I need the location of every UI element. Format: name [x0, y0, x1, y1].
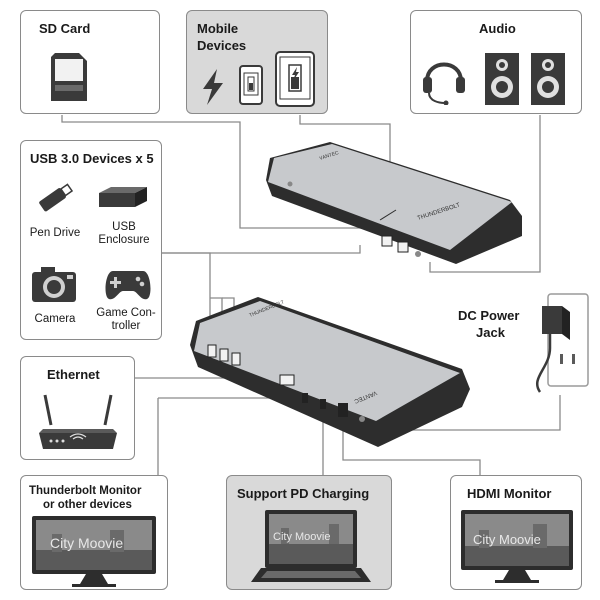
thunderbolt-monitor-box: Thunderbolt Monitor or other devices Cit…: [20, 475, 168, 590]
usb-enclosure-label-2: Enclosure: [98, 234, 150, 246]
usb-enclosure-label-1: USB: [112, 221, 136, 233]
mobile-title-line2: Devices: [197, 38, 247, 53]
pd-charging-box: Support PD Charging City Moovie: [226, 475, 392, 590]
dock-top-image: THUNDERBOLT VANTEC: [266, 142, 522, 264]
usb-devices-box: USB 3.0 Devices x 5 Pen Drive USB Enclos…: [20, 140, 162, 340]
camera-icon: [32, 267, 76, 302]
monitor-icon: City Moovie: [32, 516, 156, 587]
hdmi-screen-text: City Moovie: [473, 532, 541, 547]
usb-bottom-connector-1: [162, 252, 211, 345]
game-controller-icon: [105, 271, 151, 300]
ethernet-title: Ethernet: [47, 367, 100, 382]
hdmi-monitor-box: HDMI Monitor City Moovie: [450, 475, 582, 590]
mobile-title-line1: Mobile: [197, 21, 239, 36]
power-adapter-icon: [536, 293, 589, 393]
phone-icon: [239, 65, 263, 105]
dock-bottom-image: THUNDERBOLT VANTEC: [190, 297, 470, 447]
headset-icon: [423, 62, 465, 105]
dock-top-maker: VANTEC: [319, 150, 340, 162]
speaker-icon-right: [531, 53, 565, 105]
hdmi-connector: [342, 420, 481, 475]
audio-connector: [429, 115, 541, 273]
sd-card-icon: [51, 53, 87, 101]
game-controller-label-2: troller: [111, 320, 141, 332]
camera-label: Camera: [34, 313, 76, 325]
thunderbolt-monitor-title-2: or other devices: [43, 499, 132, 511]
ethernet-box: Ethernet: [20, 356, 135, 460]
speaker-icon-left: [485, 53, 519, 105]
mobile-devices-box: Mobile Devices: [186, 10, 328, 114]
laptop-screen-text: City Moovie: [273, 531, 330, 543]
pd-charging-title: Support PD Charging: [237, 486, 370, 501]
thunderbolt-monitor-title-1: Thunderbolt Monitor: [29, 485, 142, 497]
sd-card-title: SD Card: [39, 21, 91, 36]
laptop-icon: City Moovie: [251, 510, 371, 582]
usb-top-connector: [162, 245, 361, 254]
usb-title: USB 3.0 Devices x 5: [30, 151, 154, 166]
monitor-screen-text: City Moovie: [50, 535, 123, 551]
hdmi-monitor-icon: City Moovie: [461, 510, 573, 583]
pen-drive-icon: [39, 183, 74, 212]
lightning-icon: [203, 69, 223, 105]
hdmi-monitor-title: HDMI Monitor: [467, 486, 552, 501]
dc-power-label-1: DC Power: [458, 308, 520, 323]
game-controller-label-1: Game Con-: [96, 307, 156, 319]
router-icon: [39, 394, 117, 449]
audio-title: Audio: [479, 21, 516, 36]
pen-drive-label: Pen Drive: [29, 227, 81, 239]
dc-connector: [373, 395, 561, 431]
sd-card-box: SD Card: [20, 10, 160, 114]
audio-box: Audio: [410, 10, 582, 114]
sd-card-connector: [61, 115, 378, 229]
usb-enclosure-icon: [99, 187, 147, 207]
dc-power-label-2: Jack: [476, 325, 505, 340]
tablet-icon: [275, 51, 315, 107]
